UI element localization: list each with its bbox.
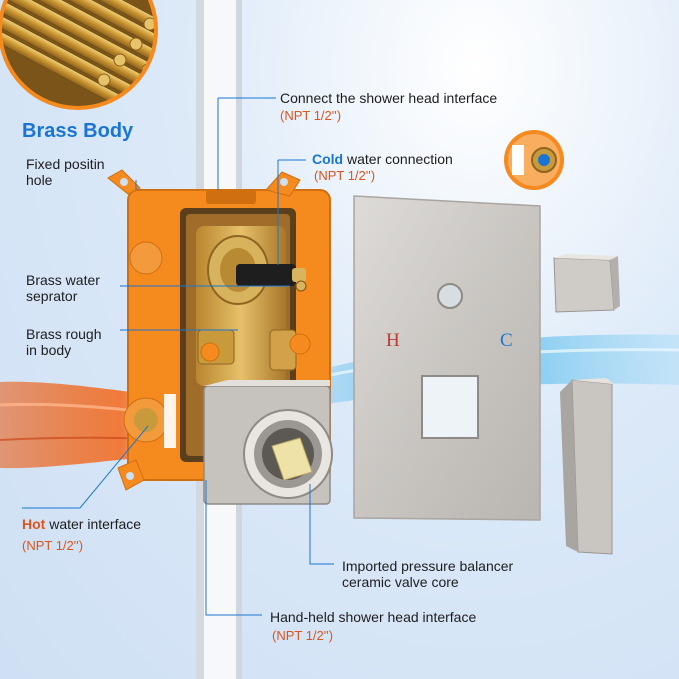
handheld-interface-note: (NPT 1/2'') <box>272 628 334 643</box>
hot-water-interface-label: Hot water interface <box>22 516 142 532</box>
hot-water-interface-note: (NPT 1/2'') <box>22 538 84 553</box>
hot-mark: H <box>386 330 400 351</box>
brass-rough-in-body-label: Brass rough in body <box>26 326 102 358</box>
brass-water-separator-label: Brass water seprator <box>26 272 100 304</box>
connect-shower-head-label: Connect the shower head interface <box>280 90 498 106</box>
lever-handle <box>560 378 614 555</box>
leader-lines <box>22 97 334 616</box>
connect-shower-head-note: (NPT 1/2'') <box>280 108 342 123</box>
square-cap <box>553 254 620 313</box>
handheld-interface-label: Hand-held shower head interface <box>270 609 477 625</box>
brass-rods-circle <box>0 0 156 108</box>
fixed-position-hole-label: Fixed positin hole <box>26 156 105 188</box>
brass-body-title: Brass Body <box>22 120 134 142</box>
cold-inlet-inset <box>504 130 564 190</box>
brass-circle-ring <box>0 0 158 110</box>
valve-core-label: Imported pressure balancer ceramic valve… <box>342 558 514 590</box>
cold-mark: C <box>500 330 513 351</box>
rough-in-box <box>107 169 333 505</box>
trim-plate <box>353 195 541 521</box>
cold-water-connection-label: Cold water connection <box>312 151 453 167</box>
cold-water-connection-note: (NPT 1/2'') <box>314 168 376 183</box>
